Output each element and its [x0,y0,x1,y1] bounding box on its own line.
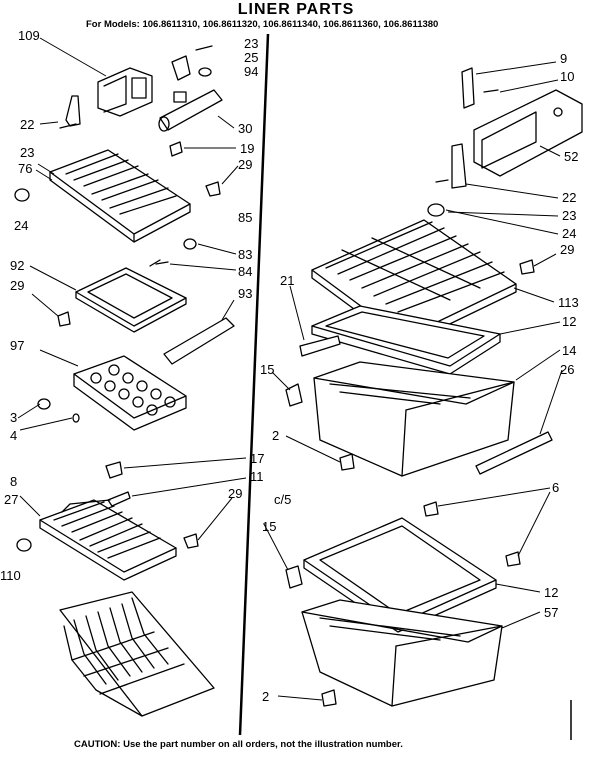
rail-26 [475,431,553,475]
clip-29-mid [57,311,71,327]
part-84 [149,259,169,267]
left-callout-14: 92 [10,258,24,273]
left-callout-10: 24 [14,218,28,233]
left-callout-17: 97 [10,338,24,353]
left-callout-25: 110 [0,568,21,583]
right-callout-14: c/5 [274,492,291,507]
models-line: For Models: 106.8611310, 106.8611320, 10… [86,19,439,30]
right-callout-6: 29 [560,242,574,257]
part-4 [72,413,80,423]
right-callout-9: 12 [562,314,576,329]
clip-27 [16,538,32,552]
left-callout-22: 8 [10,474,17,489]
left-callout-9: 29 [238,157,252,172]
left-callout-1: 23 [244,36,258,51]
left-callout-13: 84 [238,264,252,279]
clip-29-upper [205,181,221,197]
right-callout-10: 15 [260,362,274,377]
left-callout-2: 25 [244,50,258,65]
left-callout-8: 76 [18,161,32,176]
clip-6-lower [505,551,521,567]
right-callout-19: 2 [262,689,269,704]
right-callout-4: 23 [562,208,576,223]
column-divider [238,33,270,736]
left-callout-7: 23 [20,145,34,160]
left-callout-23: 27 [4,492,18,507]
screw-23-right [435,179,449,183]
hinge-22 [59,95,81,129]
bar-93 [163,317,235,365]
left-callout-0: 109 [18,28,40,43]
part-83 [183,238,197,250]
left-callout-15: 29 [10,278,24,293]
screws-23-25 [171,45,213,103]
hinge-9 [461,67,475,109]
right-callout-16: 15 [262,519,276,534]
left-callout-5: 30 [238,121,252,136]
crisper-pan-57 [301,599,503,707]
right-callout-8: 113 [558,295,579,310]
right-callout-0: 9 [560,51,567,66]
right-callout-17: 12 [544,585,558,600]
right-callout-13: 2 [272,428,279,443]
tray-92 [75,267,187,333]
right-callout-3: 22 [562,190,576,205]
caution-note: CAUTION: Use the part number on all orde… [74,739,403,750]
left-callout-18: 3 [10,410,17,425]
right-callout-18: 57 [544,605,558,620]
diagram-title: LINER PARTS [237,1,355,18]
right-callout-5: 24 [562,226,576,241]
clip-15-upper [285,383,303,407]
wire-basket [59,591,215,717]
knob-19 [169,141,183,157]
tube-30 [158,89,223,132]
part-3 [37,398,51,410]
clip-29-lower [183,533,199,549]
leader-lines [17,37,563,701]
clip-2-upper [339,453,355,471]
left-callout-20: 17 [250,451,264,466]
wire-shelf-110 [39,499,177,581]
clip-6-upper [423,501,439,517]
left-callout-12: 83 [238,247,252,262]
left-callout-24: 29 [228,486,242,501]
panel-52 [473,89,583,177]
crisper-pan-14 [313,361,515,477]
left-callout-4: 22 [20,117,34,132]
shelf-frame-12-lower [303,517,497,633]
left-callout-6: 19 [240,141,254,156]
rod-11 [107,491,131,507]
knob-17 [105,461,123,479]
ice-tray-97 [73,355,187,431]
hinge-22-right [451,143,467,189]
clip-29-right [519,259,535,275]
right-callout-12: 26 [560,362,574,377]
right-callout-1: 10 [560,69,574,84]
right-callout-11: 14 [562,343,576,358]
left-callout-11: 85 [238,210,252,225]
clip-24-left [14,188,30,202]
left-callout-21: 11 [250,469,264,484]
rail-21 [299,335,341,357]
clip-24-right [427,203,445,217]
shelf-76 [49,149,191,243]
right-callout-2: 52 [564,149,578,164]
bracket-109 [97,67,153,117]
clip-2-lower [321,689,337,707]
left-callout-19: 4 [10,428,17,443]
clip-15-lower [285,565,303,589]
left-callout-3: 94 [244,64,258,79]
screw-10 [483,89,499,93]
left-callout-16: 93 [238,286,252,301]
right-callout-15: 6 [552,480,559,495]
shelf-frame-12-upper [311,305,501,375]
right-callout-7: 21 [280,273,294,288]
